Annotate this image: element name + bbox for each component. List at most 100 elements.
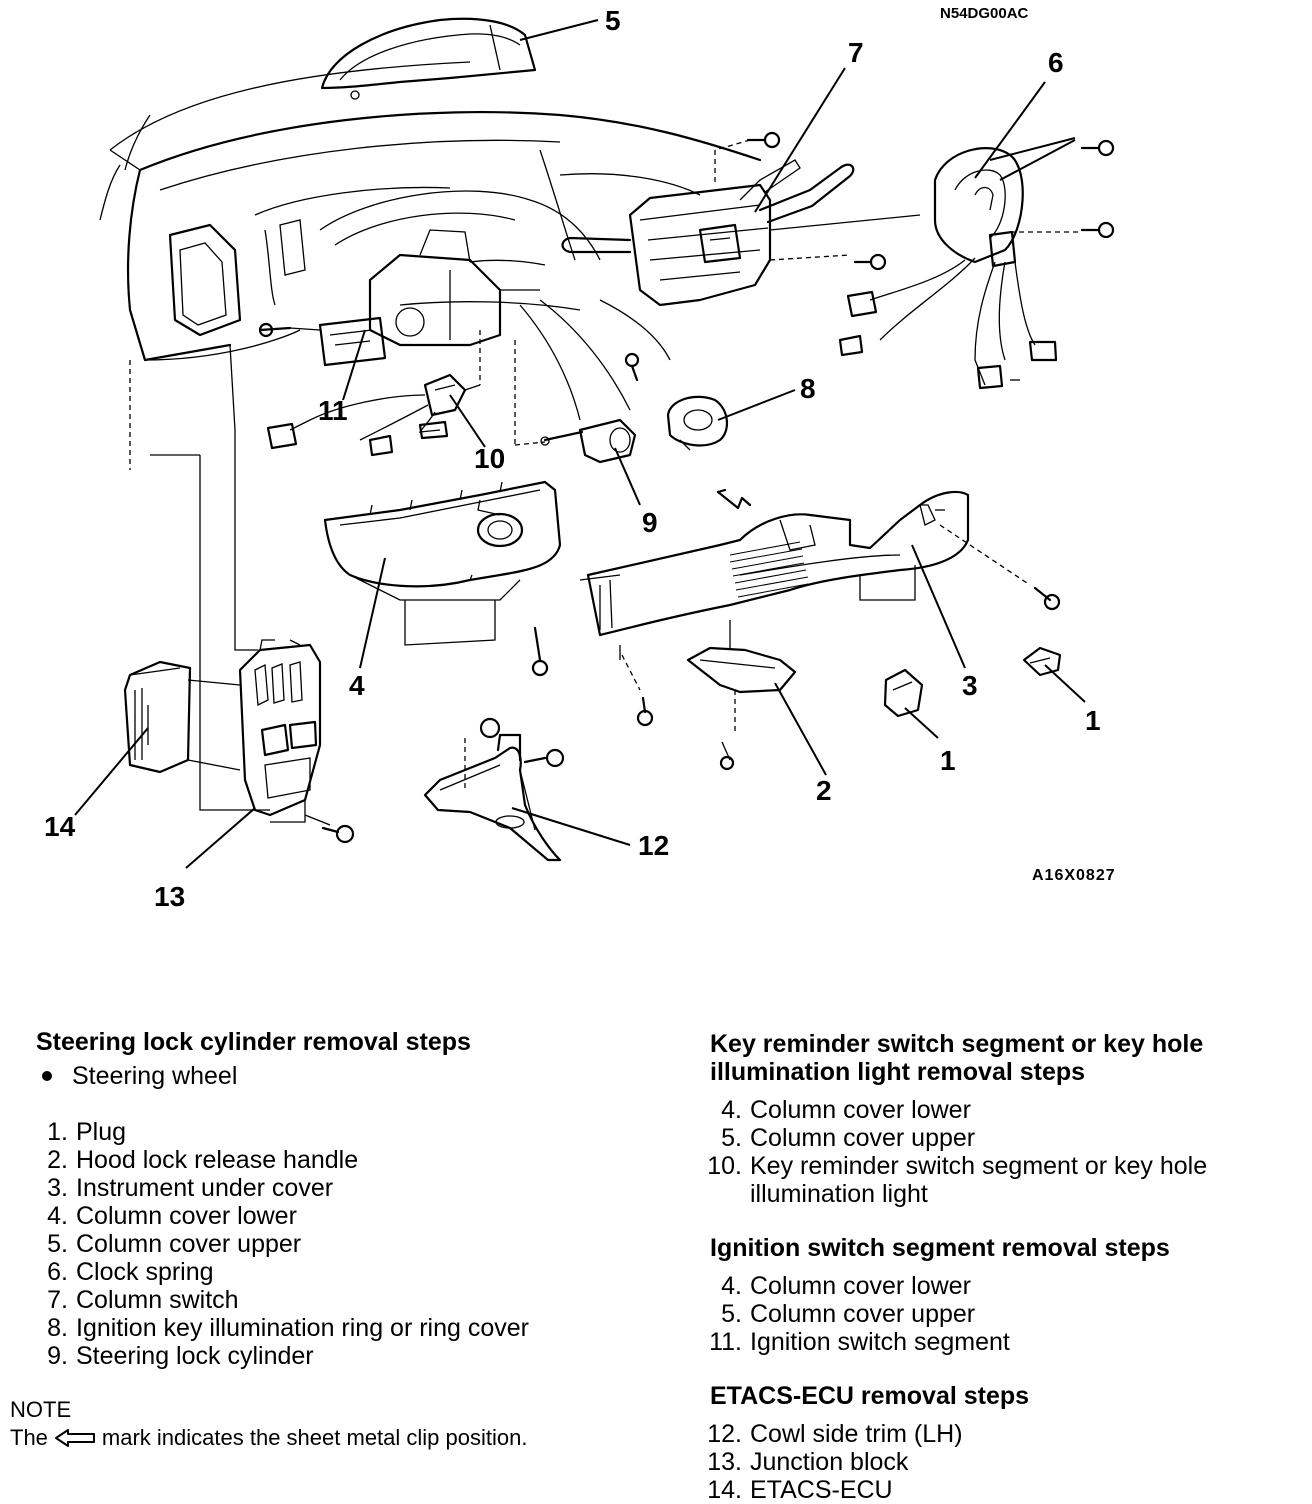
step-text: Junction block <box>750 1448 909 1476</box>
step-item: 4.Column cover lower <box>704 1272 1305 1300</box>
step-text: Key reminder switch segment or key hole … <box>750 1152 1208 1208</box>
callout-1-right: 1 <box>1085 705 1101 736</box>
step-item: 1.Plug <box>36 1118 676 1146</box>
callout-5: 5 <box>605 5 621 36</box>
callout-13: 13 <box>154 881 185 912</box>
step-text: Column cover lower <box>750 1096 971 1124</box>
step-number: 2. <box>47 1146 68 1174</box>
step-text: Column cover lower <box>76 1202 297 1230</box>
dashboard-outline <box>99 61 762 470</box>
key-reminder-heading-2: illumination light removal steps <box>710 1058 1086 1086</box>
step-item: 4. Column cover lower <box>704 1096 1305 1124</box>
illumination-ring-part <box>666 395 728 451</box>
step-text: Steering lock cylinder <box>76 1342 314 1370</box>
step-item: 2. Hood lock release handle <box>36 1146 676 1174</box>
column-switch-part <box>561 139 921 307</box>
callout-12: 12 <box>638 830 669 861</box>
instrument-under-cover-part <box>579 490 1031 660</box>
key-reminder-section: Key reminder switch segment or key hole … <box>707 1030 1305 1208</box>
ignition-section: Ignition switch segment removal steps 4.… <box>709 1234 1305 1356</box>
note-section: NOTE The mark indicates the sheet metal … <box>10 1396 670 1452</box>
ignition-switch-part <box>258 316 387 367</box>
step-number: 13. <box>707 1448 742 1476</box>
step-item: 5. Column cover upper <box>36 1230 676 1258</box>
sheet-metal-clip-arrow <box>716 488 752 510</box>
etacs-heading: ETACS-ECU removal steps <box>710 1382 1030 1410</box>
note-text: The mark indicates the sheet metal clip … <box>10 1424 670 1452</box>
ignition-heading: Ignition switch segment removal steps <box>710 1234 1170 1262</box>
step-item: 13. Junction block <box>704 1448 1305 1476</box>
step-number: 11. <box>709 1328 742 1356</box>
callout-7: 7 <box>848 37 864 68</box>
step-text: Column cover upper <box>750 1300 976 1328</box>
callout-8: 8 <box>800 373 816 404</box>
step-item: 6.Clock spring <box>36 1258 676 1286</box>
step-item: 3. Instrument under cover <box>36 1174 676 1202</box>
key-reminder-steps: 4. Column cover lower 5.Column cover uppe… <box>704 1096 1305 1208</box>
junction-block-part <box>150 430 355 844</box>
step-text: Cowl side trim (LH) <box>750 1420 963 1448</box>
step-number: 1. <box>47 1118 68 1146</box>
step-item: 9. Steering lock cylinder <box>36 1342 676 1370</box>
step-item: 7. Column switch <box>36 1286 676 1314</box>
key-reminder-switch-part <box>266 330 481 457</box>
note-suffix: mark indicates the sheet metal clip posi… <box>101 1425 528 1450</box>
step-item: 8. Ignition key illumination ring or ring… <box>36 1314 676 1342</box>
callout-4: 4 <box>349 670 365 701</box>
column-switch-screws <box>746 131 887 271</box>
loose-screw <box>624 352 640 382</box>
step-item: 10. Key reminder switch segment or key ho… <box>704 1152 1305 1208</box>
clip-arrow-icon <box>54 1429 95 1447</box>
steering-wheel-prestep: Steering wheel <box>36 1062 676 1090</box>
step-number: 14. <box>707 1476 742 1504</box>
callout-11: 11 <box>318 395 348 426</box>
step-text: Hood lock release handle <box>76 1146 359 1174</box>
step-item: 5.Column cover upper <box>704 1124 1305 1152</box>
step-text: Instrument under cover <box>76 1174 334 1202</box>
diagram-code-top: N54DG00AC <box>940 5 1029 22</box>
step-number: 4. <box>721 1096 742 1124</box>
plug-part-a <box>883 668 924 718</box>
note-prefix: The <box>10 1425 48 1450</box>
step-item: 14. ETACS-ECU <box>704 1476 1305 1504</box>
step-text: Ignition key illumination ring or ring c… <box>76 1314 529 1342</box>
step-text: Column switch <box>76 1286 239 1314</box>
step-text: Ignition switch segment <box>750 1328 1010 1356</box>
bullet-icon <box>42 1071 52 1081</box>
callout-2: 2 <box>816 775 832 806</box>
step-number: 8. <box>47 1314 68 1342</box>
step-number: 9. <box>47 1342 68 1370</box>
step-text: Column cover upper <box>76 1230 302 1258</box>
clock-spring-part <box>838 137 1115 390</box>
leader-lines <box>74 19 1086 869</box>
etacs-steps: 12.Cowl side trim (LH) 13.Junction block… <box>704 1420 1305 1504</box>
step-number: 7. <box>47 1286 68 1314</box>
ignition-steps: 4.Column cover lower 5.Column cover uppe… <box>704 1272 1305 1356</box>
steering-lock-heading: Steering lock cylinder removal steps <box>36 1028 471 1056</box>
instrument-under-cover-screws <box>621 586 1061 727</box>
steering-lock-cylinder-part <box>514 340 637 464</box>
step-text: Column cover lower <box>750 1272 971 1300</box>
diagram-code-bottom: A16X0827 <box>1032 867 1116 884</box>
plug-part-b <box>1022 646 1062 677</box>
step-number: 6. <box>47 1258 68 1286</box>
step-number: 5. <box>47 1230 68 1258</box>
callout-14: 14 <box>44 811 76 842</box>
callout-9: 9 <box>642 507 658 538</box>
cowl-side-trim-part <box>423 717 565 862</box>
column-cover-upper-part <box>320 17 537 100</box>
key-reminder-heading-1: Key reminder switch segment or key hole <box>710 1030 1204 1058</box>
step-number: 3. <box>47 1174 68 1202</box>
etacs-ecu-part <box>123 660 192 774</box>
steering-lock-section: Steering lock cylinder removal steps Ste… <box>36 1028 676 1370</box>
step-text: Column cover upper <box>750 1124 976 1152</box>
step-text: ETACS-ECU <box>750 1476 893 1504</box>
column-cover-lower-screw <box>531 626 549 677</box>
step-number: 4. <box>47 1202 68 1230</box>
callout-1-left: 1 <box>940 745 956 776</box>
callout-labels: 5 7 6 11 10 8 9 4 3 1 1 2 14 12 13 <box>44 5 1101 912</box>
hood-lock-release-handle-part <box>686 620 797 771</box>
callout-10: 10 <box>474 443 505 474</box>
step-number: 10. <box>707 1152 742 1180</box>
step-item: 5.Column cover upper <box>704 1300 1305 1328</box>
